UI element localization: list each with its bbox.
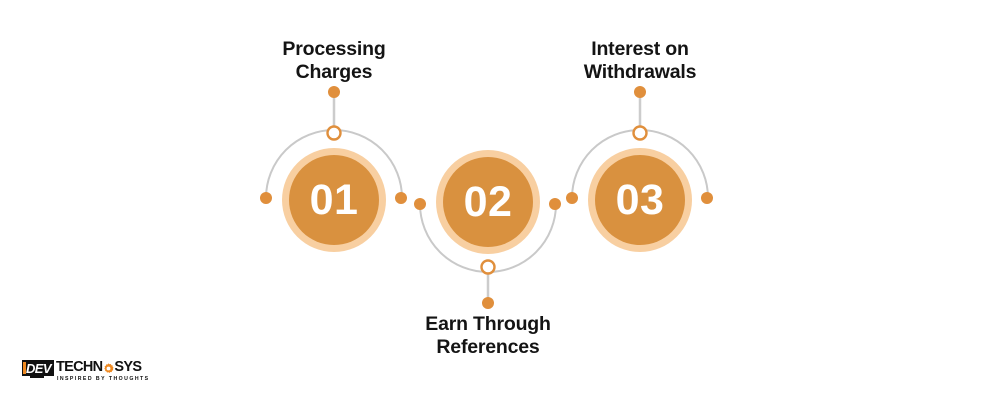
- step-3-arc-dot-right: [701, 192, 713, 204]
- step-3-label: Interest on Withdrawals: [583, 38, 697, 83]
- step-2-number: 02: [463, 178, 513, 226]
- step-2-connector-dot: [482, 297, 494, 309]
- step-1-circle[interactable]: [289, 155, 379, 245]
- logo-mark-text: DEV: [26, 360, 52, 376]
- step-1-arc-dot-right: [395, 192, 407, 204]
- step-3-circle[interactable]: [595, 155, 685, 245]
- logo-accent-bar: [23, 362, 26, 374]
- step-3-connector-ring: [632, 125, 648, 141]
- logo-wordmark: TECHN SYS INSPIRED BY THOUGHTS: [56, 360, 150, 383]
- step-1-label: Processing Charges: [282, 38, 386, 83]
- step-1-connector-ring: [326, 125, 342, 141]
- step-3-arc-dot-left: [566, 192, 578, 204]
- step-3-connector-dot: [634, 86, 646, 98]
- logo-word-part-1: TECHN: [55, 359, 103, 375]
- company-logo[interactable]: DEV TECHN SYS INSPIRED BY THOUGHTS: [22, 360, 150, 384]
- step-2-graphics: [414, 150, 561, 309]
- gear-icon: [103, 363, 114, 374]
- step-1-number: 01: [309, 176, 359, 224]
- step-2-arc-dot-right: [549, 198, 561, 210]
- step-3-number: 03: [615, 176, 665, 224]
- step-1-connector-dot: [328, 86, 340, 98]
- step-1-arc-dot-left: [260, 192, 272, 204]
- step-3-graphics: [566, 86, 713, 252]
- step-2-arc-dot-left: [414, 198, 426, 210]
- step-2-label: Earn Through References: [425, 313, 551, 358]
- logo-word-row: TECHN SYS: [56, 360, 150, 375]
- logo-tagline: INSPIRED BY THOUGHTS: [56, 375, 150, 382]
- step-2-circle[interactable]: [443, 157, 533, 247]
- logo-monitor-mark: DEV: [22, 360, 54, 378]
- logo-word-part-2: SYS: [114, 359, 142, 375]
- logo-monitor-base: [35, 375, 39, 378]
- step-2-connector-ring: [480, 259, 496, 275]
- step-1-graphics: [260, 86, 407, 252]
